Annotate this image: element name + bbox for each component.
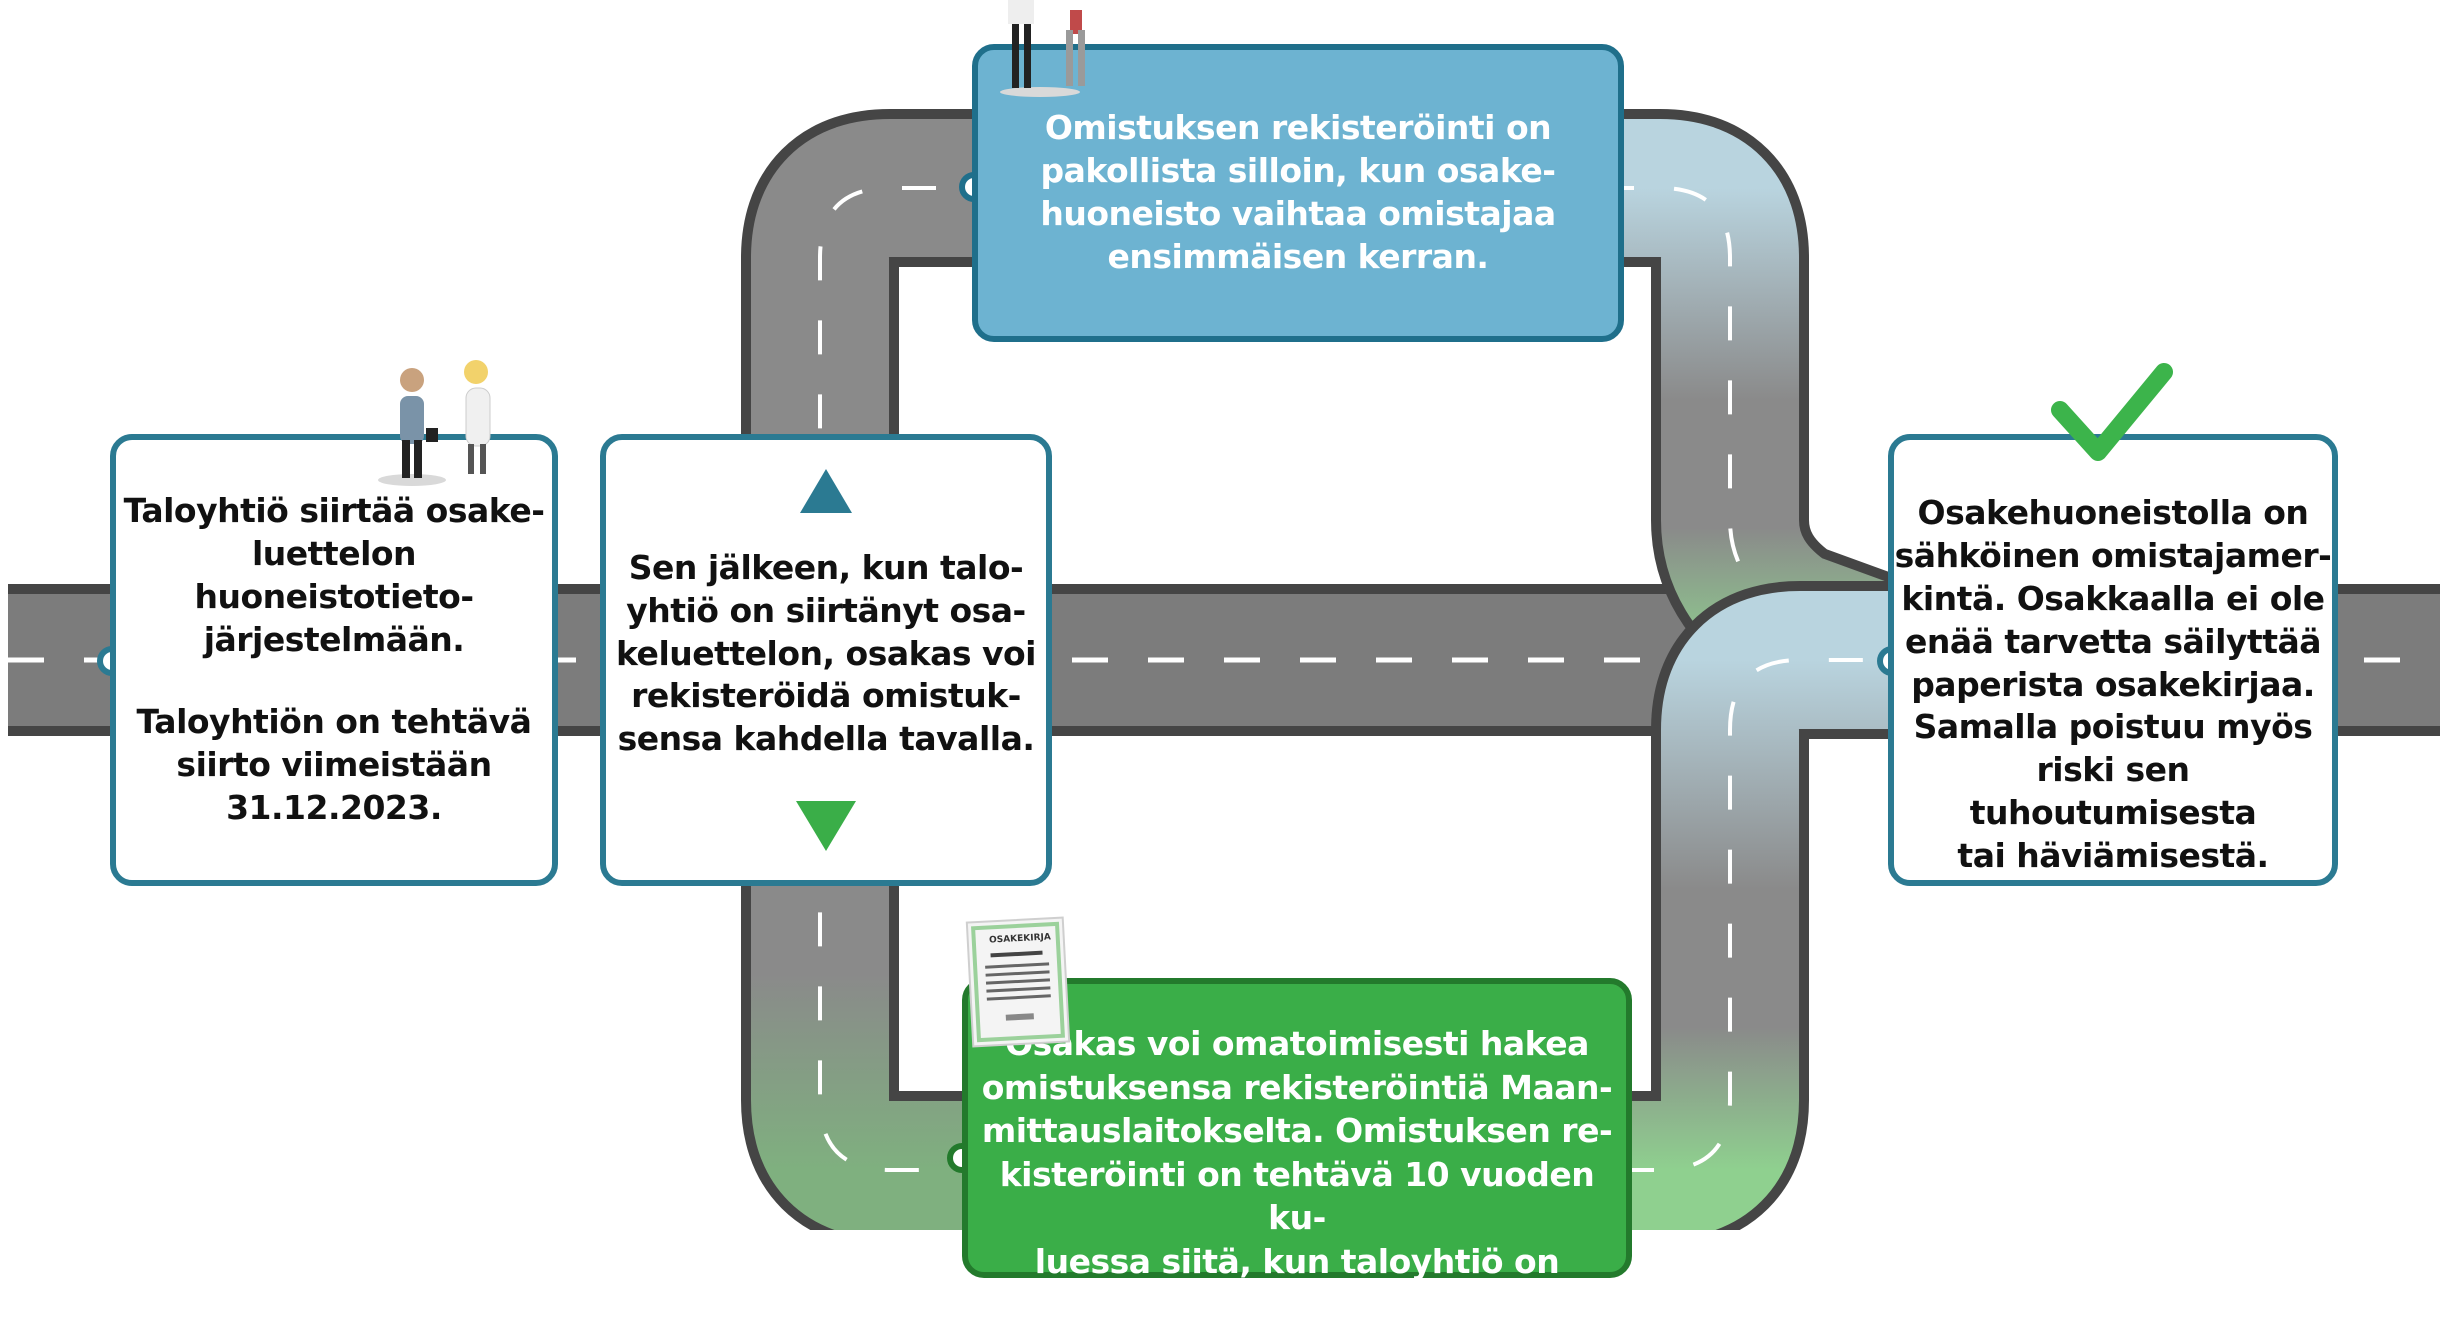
step-box-voluntary-registration: Osakas voi omatoimisesti hakea omistukse… — [962, 978, 1632, 1324]
mandatory-registration-text: Omistuksen rekisteröinti on pakollista s… — [1040, 108, 1556, 276]
deadline-period: . — [429, 788, 443, 828]
two-ways-text: Sen jälkeen, kun talo- yhtiö on siirtäny… — [616, 547, 1036, 759]
electronic-ownership-text: Osakehuoneistolla on sähköinen omistajam… — [1894, 492, 2332, 876]
deadline-date: 31.12.2023 — [226, 788, 430, 828]
transfer-register-text: Taloyhtiö siirtää osake- luettelon huone… — [123, 490, 545, 659]
step-box-electronic-ownership: Osakehuoneistolla on sähköinen omistajam… — [1888, 434, 2338, 886]
deadline-text: Taloyhtiön on tehtävä siirto viimeistään — [136, 702, 532, 785]
step-box-mandatory-registration: Omistuksen rekisteröinti on pakollista s… — [972, 44, 1624, 342]
step-box-two-ways: Sen jälkeen, kun talo- yhtiö on siirtäny… — [600, 434, 1052, 886]
ownership-registration-diagram: Taloyhtiö siirtää osake- luettelon huone… — [8, 0, 2440, 1278]
voluntary-registration-text: Osakas voi omatoimisesti hakea omistukse… — [981, 1024, 1613, 1325]
right-loop-road — [1600, 109, 1927, 1230]
deadline-date-line: 31.12.2023. — [226, 787, 442, 830]
step-box-transfer-register: Taloyhtiö siirtää osake- luettelon huone… — [110, 434, 558, 886]
down-arrow-icon — [796, 801, 856, 852]
up-arrow-icon — [800, 468, 852, 513]
